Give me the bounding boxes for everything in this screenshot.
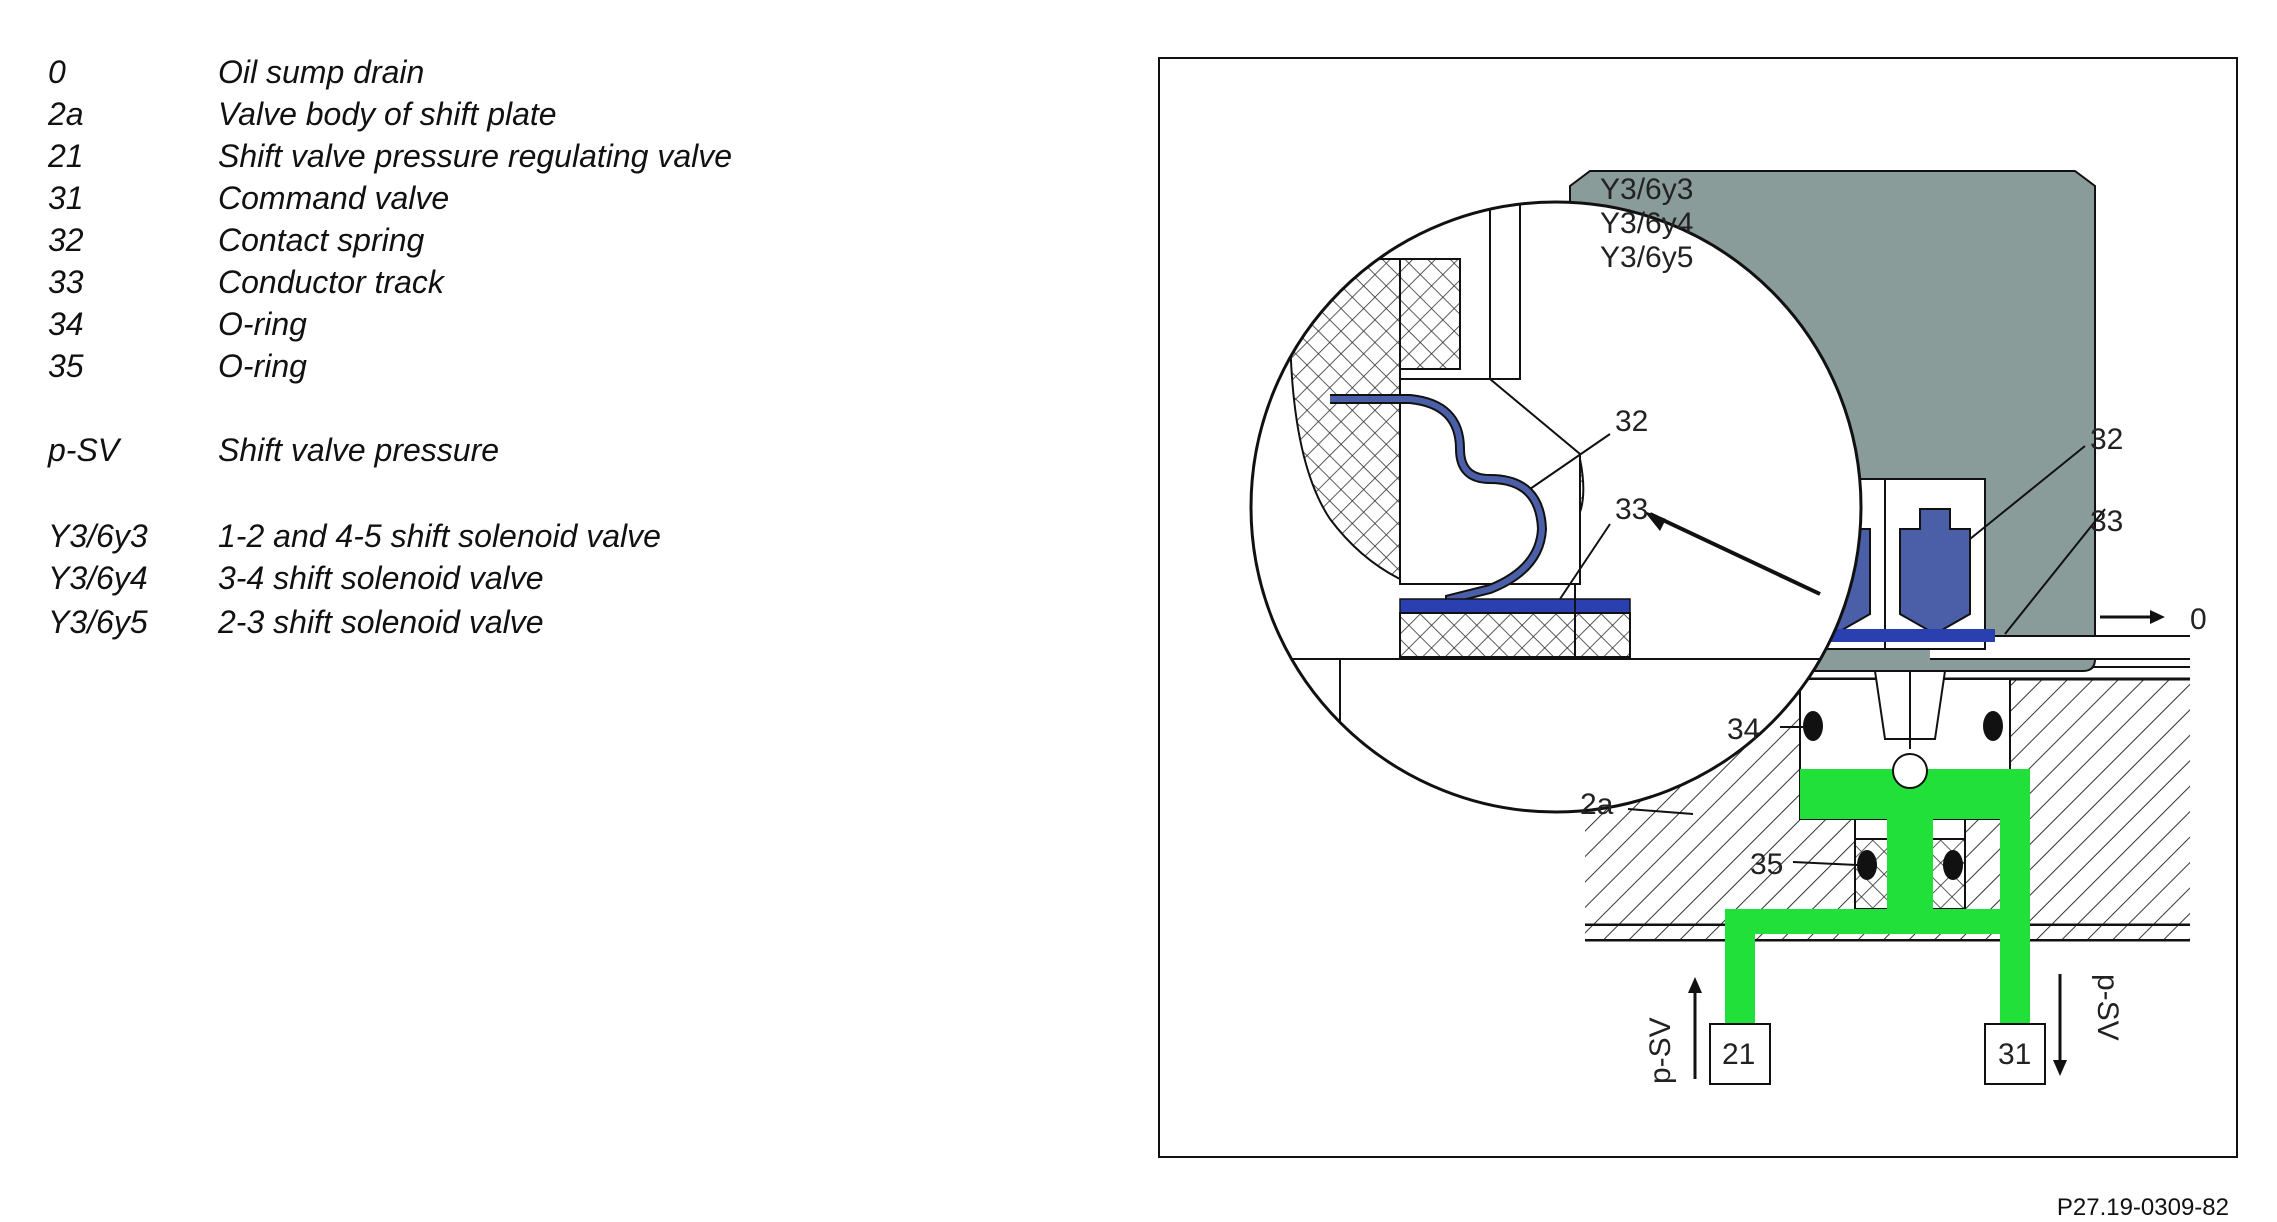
callout-0: 0 [2190,603,2207,636]
legend-desc: 2-3 shift solenoid valve [218,604,544,640]
pressure-label-left: p-SV [1644,1017,1677,1084]
solenoid-label: Y3/6y5 [1600,241,1693,274]
o-rings [1803,711,2003,880]
figure-id: P27.19-0309-82 [2056,1194,2229,1221]
callout-34: 34 [1727,713,1760,746]
port-31-label: 31 [1998,1038,2031,1071]
legend-desc: Contact spring [218,222,425,258]
diagram-labels: Y3/6y3 Y3/6y4 Y3/6y5 32 33 32 33 0 34 2a… [1580,173,2207,1084]
legend-desc: 1-2 and 4-5 shift solenoid valve [218,518,661,554]
callout-33-detail: 33 [1615,493,1648,526]
legend-key: Y3/6y4 [48,560,148,596]
port-21-label: 21 [1722,1038,1755,1071]
legend-key: Y3/6y3 [48,518,148,554]
callout-35: 35 [1750,848,1783,881]
pressure-label-right: p-SV [2091,974,2124,1041]
legend-desc: 3-4 shift solenoid valve [218,560,544,596]
legend-key: 2a [48,96,84,132]
legend-key: 33 [48,264,84,300]
solenoid-label: Y3/6y3 [1600,173,1693,206]
oil-channels [1725,753,2030,1024]
legend-key: 32 [48,222,84,258]
ports [1688,974,2067,1085]
legend-desc: O-ring [218,348,307,384]
legend-desc: Command valve [218,180,450,216]
callout-32-detail: 32 [1615,405,1648,438]
leader-lines [1529,433,2106,866]
valve-diagram: Y3/6y3 Y3/6y4 Y3/6y5 32 33 32 33 0 34 2a… [1158,57,2238,1158]
callout-33: 33 [2090,505,2123,538]
solenoid-label: Y3/6y4 [1600,207,1693,240]
callout-2a: 2a [1580,788,1614,821]
legend-key: 31 [48,180,84,216]
legend-key: 0 [48,54,66,90]
legend-desc: Conductor track [218,264,444,300]
legend-key: Y3/6y5 [48,604,148,640]
callout-32: 32 [2090,423,2123,456]
legend-key: p-SV [48,432,120,468]
legend-desc: Shift valve pressure regulating valve [218,138,733,174]
legend-desc: O-ring [218,306,307,342]
detail-circle [1249,200,1863,814]
valve-diagram-svg: Y3/6y3 Y3/6y4 Y3/6y5 32 33 32 33 0 34 2a… [1249,170,2207,1085]
legend-desc: Oil sump drain [218,54,425,90]
legend-desc: Valve body of shift plate [218,96,557,132]
legend-desc: Shift valve pressure [218,432,500,468]
legend-key: 35 [48,348,84,384]
legend-key: 34 [48,306,84,342]
legend-key: 21 [48,138,84,174]
